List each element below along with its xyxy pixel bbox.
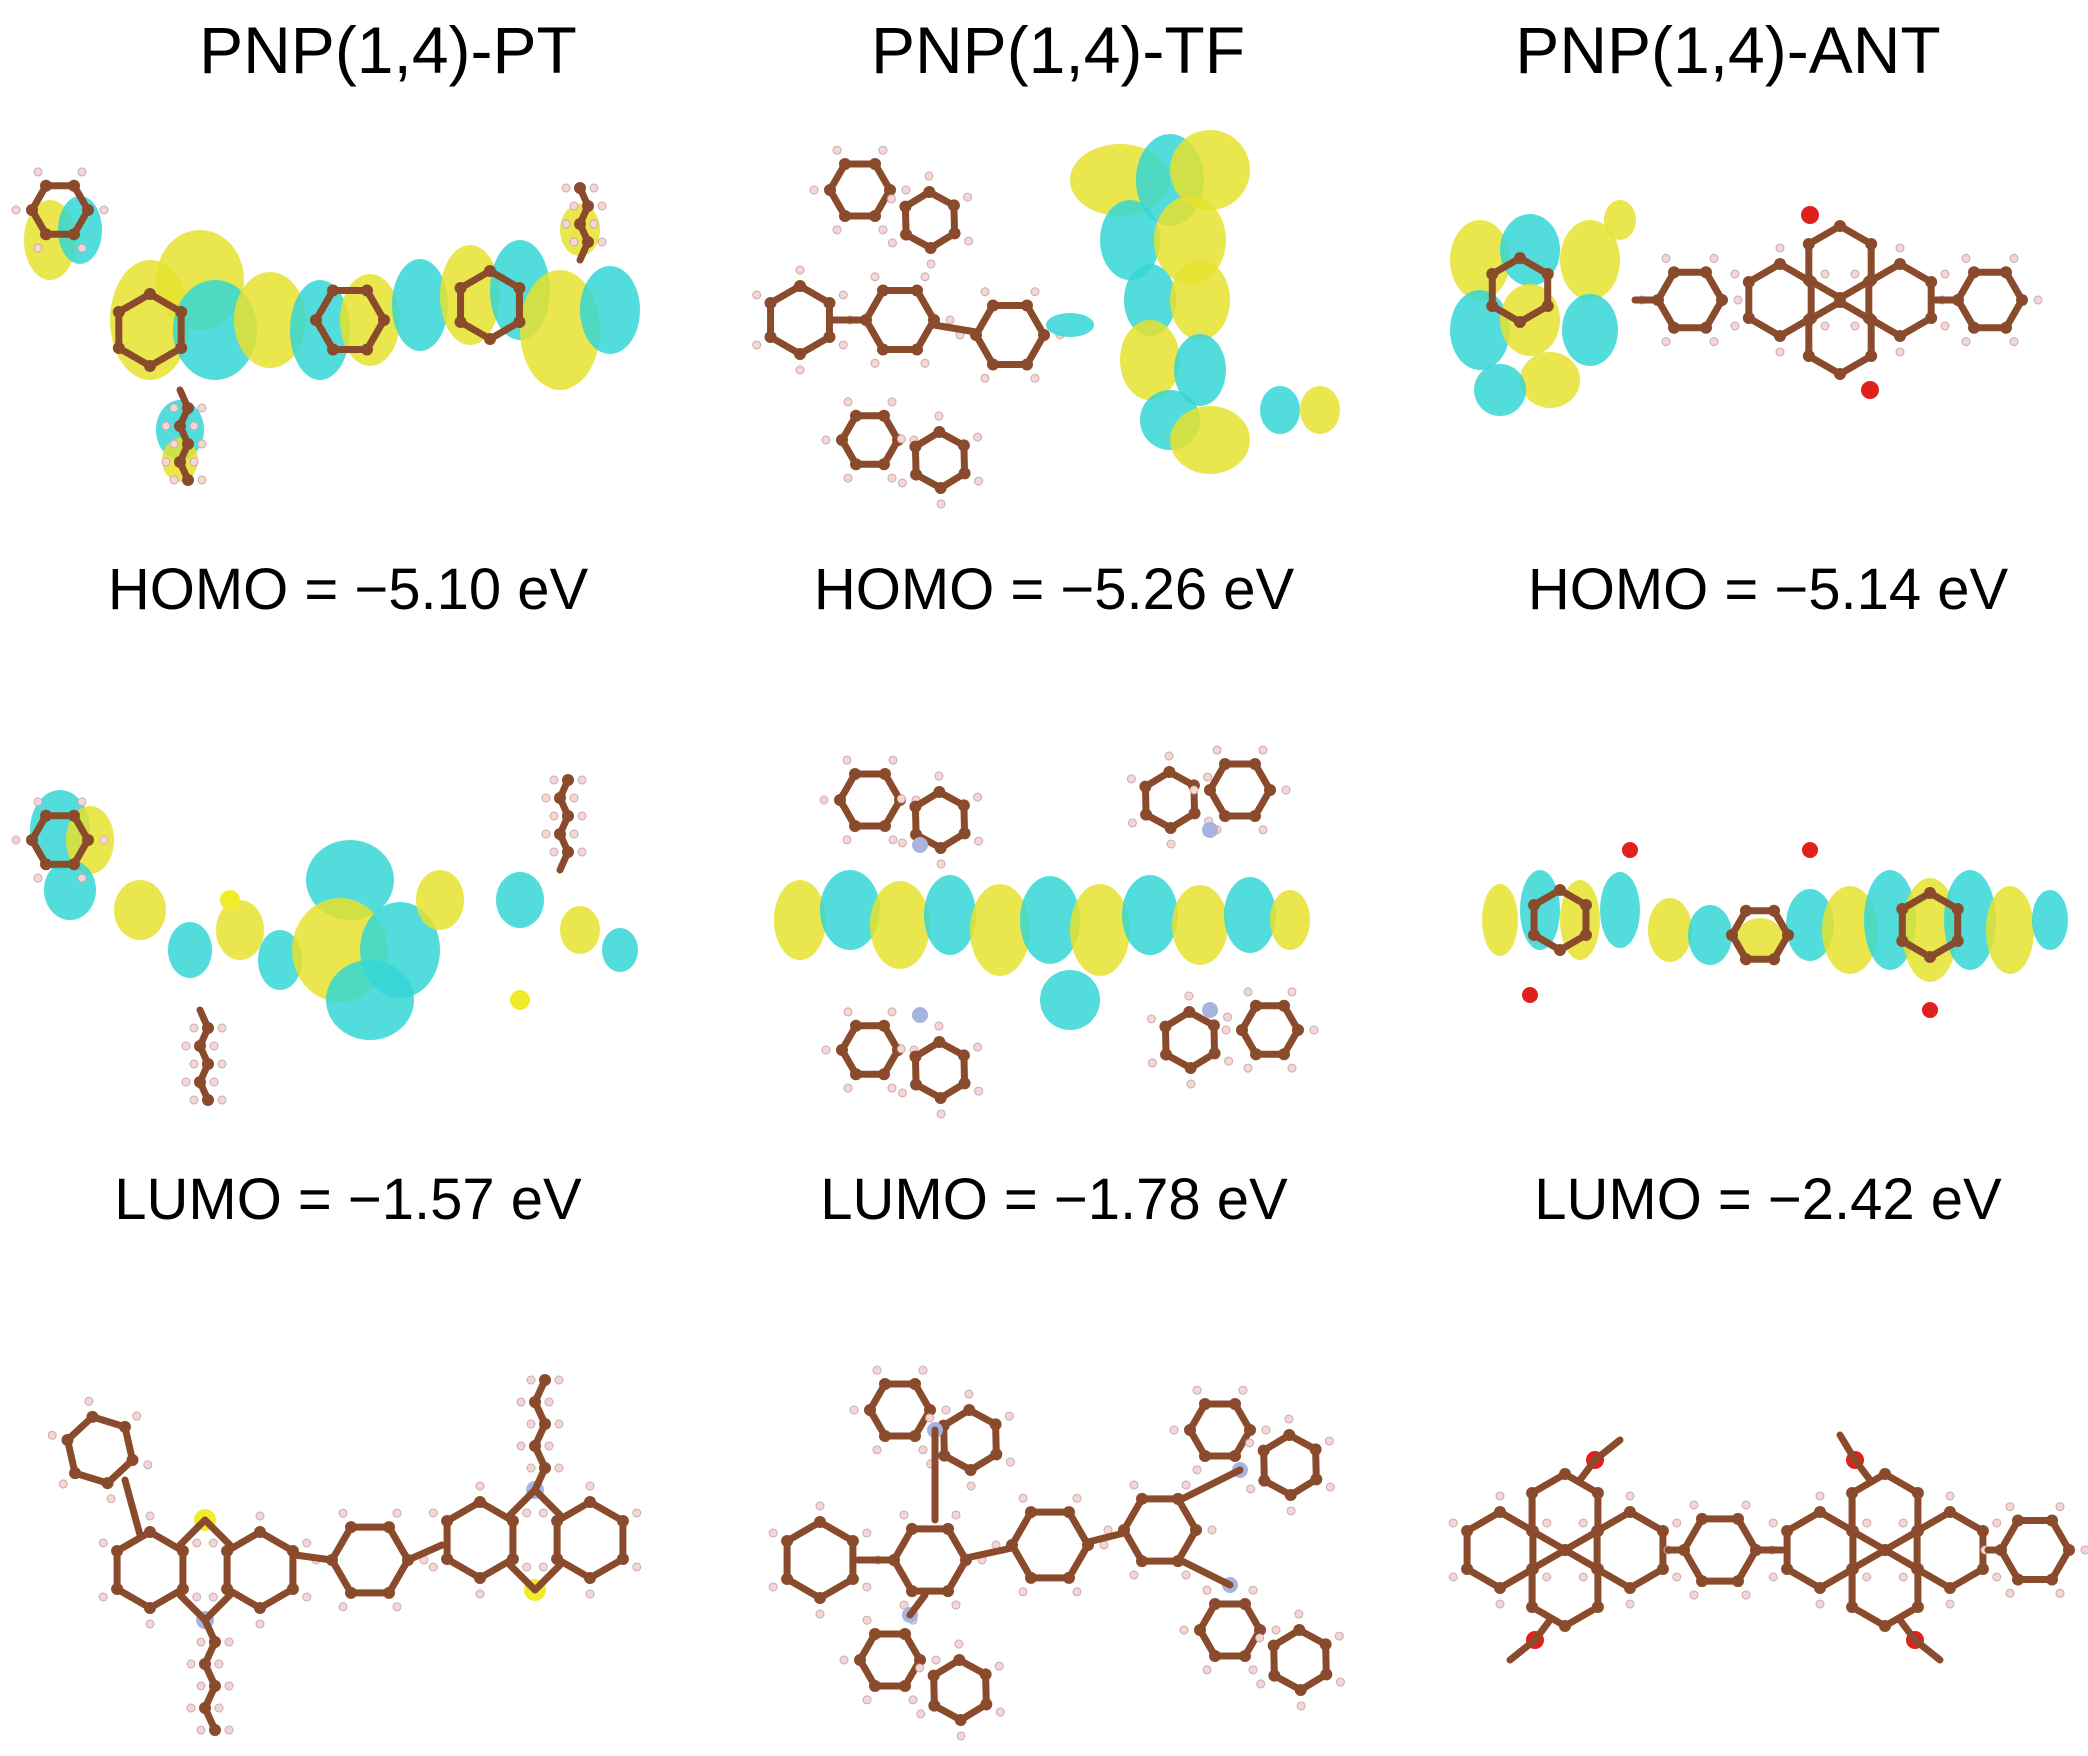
column-title-tf: PNP(1,4)-TF: [870, 13, 1246, 87]
benzene-ring: [428, 1481, 532, 1599]
benzene-ring: [896, 771, 984, 869]
benzene-ring: [1245, 1414, 1335, 1516]
benzene-ring: [1578, 1491, 1682, 1609]
benzene-ring: [310, 284, 390, 356]
benzene-ring: [1730, 243, 1830, 357]
orbital-lobes: [1482, 870, 2068, 982]
benzene-ring: [1850, 243, 1950, 357]
benzene-ring: [11, 797, 109, 883]
benzene-ring: [1486, 252, 1554, 328]
benzene-ring: [752, 265, 848, 375]
benzene-ring: [915, 1639, 1005, 1741]
benzene-ring: [1146, 991, 1234, 1089]
benzene-ring: [98, 1511, 202, 1629]
benzene-ring: [112, 288, 188, 372]
benzene-ring: [768, 1501, 872, 1619]
homo-orbital-tf: [740, 120, 1436, 510]
benzene-ring: [1896, 887, 1964, 963]
lumo-orbital-ant-figure: [1482, 842, 2068, 1018]
benzene-ring: [538, 1481, 642, 1599]
column-title-ant: PNP(1,4)-ANT: [1515, 13, 1941, 87]
lumo-energy-ant: LUMO = −2.42 eV: [1534, 1167, 2002, 1232]
homo-orbital-ant: [1440, 190, 2088, 450]
homo-orbital-tf-figure: [752, 130, 1340, 509]
lumo-orbital-ant: [1470, 810, 2088, 1070]
benzene-ring: [1846, 1468, 1924, 1556]
benzene-ring: [896, 411, 984, 509]
lumo-orbital-pt: [11, 750, 716, 1110]
molecule-structure-tf-figure: [768, 1365, 1345, 1741]
benzene-ring: [925, 1389, 1015, 1491]
benzene-ring: [1169, 1385, 1271, 1475]
benzene-ring: [955, 287, 1065, 383]
benzene-ring: [1726, 904, 1794, 966]
benzene-ring: [1255, 1609, 1345, 1711]
benzene-ring: [849, 1365, 951, 1455]
homo-orbital-ant-figure: [1450, 200, 2043, 416]
molecule-structure-ant-figure: [1448, 1431, 2088, 1664]
benzene-ring: [208, 1511, 312, 1629]
benzene-ring: [809, 145, 911, 235]
benzene-ring: [1221, 987, 1319, 1073]
molecule-structure-pt-figure: [47, 1374, 642, 1736]
benzene-ring: [886, 171, 974, 269]
homo-energy-ant: HOMO = −5.14 eV: [1527, 557, 2009, 622]
homo-energy-pt: HOMO = −5.10 eV: [107, 557, 589, 622]
benzene-ring: [1126, 751, 1214, 849]
orbital-lobes: [30, 790, 638, 1040]
molecule-structure-pt: [30, 1350, 726, 1740]
homo-energy-tf: HOMO = −5.26 eV: [813, 557, 1295, 622]
benzene-ring: [454, 265, 526, 345]
column-title-pt: PNP(1,4)-PT: [199, 13, 577, 87]
homo-orbital-pt-figure: [11, 167, 640, 486]
benzene-ring: [1179, 1585, 1281, 1675]
lumo-orbital-tf: [770, 740, 1466, 1120]
molecule-structure-ant: [1448, 1420, 2088, 1680]
benzene-ring: [821, 1007, 919, 1093]
lumo-energy-pt: LUMO = −1.57 eV: [114, 1167, 582, 1232]
benzene-ring: [11, 167, 109, 253]
orbital-lobes: [774, 870, 1310, 1030]
benzene-ring: [1526, 1468, 1604, 1556]
benzene-ring: [1103, 1480, 1217, 1580]
lumo-energy-tf: LUMO = −1.78 eV: [820, 1167, 1288, 1232]
benzene-ring: [1528, 884, 1592, 956]
benzene-ring: [896, 1021, 984, 1119]
benzene-ring: [1526, 1544, 1604, 1632]
homo-orbital-pt: [11, 130, 716, 510]
molecule-structure-tf: [760, 1365, 1456, 1741]
benzene-ring: [47, 1396, 153, 1504]
benzene-ring: [839, 1615, 941, 1705]
benzene-ring: [1846, 1544, 1924, 1632]
benzene-ring: [819, 755, 921, 845]
orbital-lobes: [1046, 130, 1340, 474]
lumo-orbital-pt-figure: [11, 774, 638, 1106]
lumo-orbital-tf-figure: [774, 745, 1319, 1119]
